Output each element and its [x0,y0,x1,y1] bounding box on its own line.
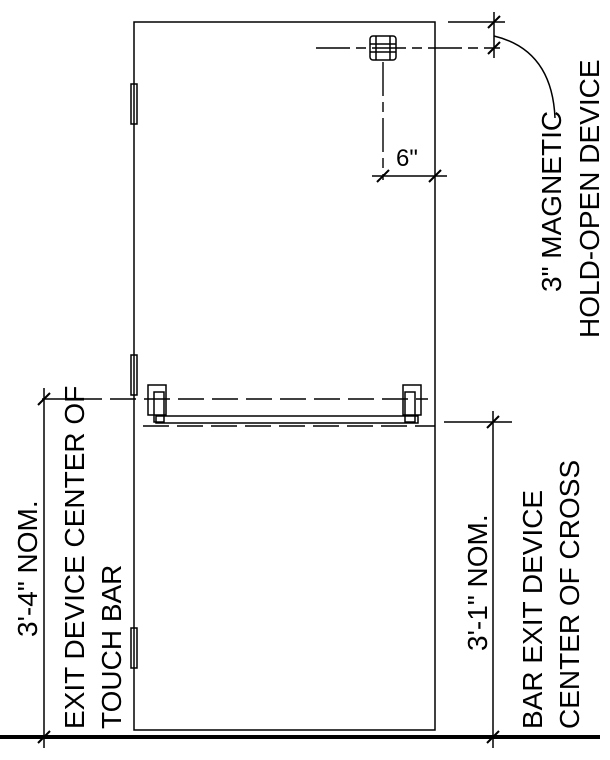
magnetic-label-line1: 3" MAGNETIC [536,111,567,292]
right-dimension-label: 3'-1" NOM. [462,514,493,651]
left-label-line2: TOUCH BAR [96,565,127,729]
magnetic-label-line2: HOLD-OPEN DEVICE [574,60,605,339]
left-dim-tick-bottom [37,730,51,744]
right-dim-tick-top [486,415,500,429]
top-dim-tick-2 [487,41,501,55]
top-dim-tick-1 [487,15,501,29]
right-label-line1: BAR EXIT DEVICE [517,490,548,729]
left-dimension-label: 3'-4" NOM. [12,500,43,637]
six-inch-tick-2 [428,169,442,183]
six-inch-tick-1 [376,169,390,183]
exit-device [147,384,422,424]
hinge-top [130,83,138,125]
six-inch-label: 6" [396,145,418,172]
hinge-middle [130,354,138,396]
door-panel [133,21,436,731]
hinge-bottom [130,627,138,669]
left-label-line1: EXIT DEVICE CENTER OF [59,386,90,729]
right-dim-tick-bottom [486,730,500,744]
left-dim-tick-top [37,392,51,406]
magnetic-leader [493,35,556,119]
right-label-line2: CENTER OF CROSS [554,460,585,729]
